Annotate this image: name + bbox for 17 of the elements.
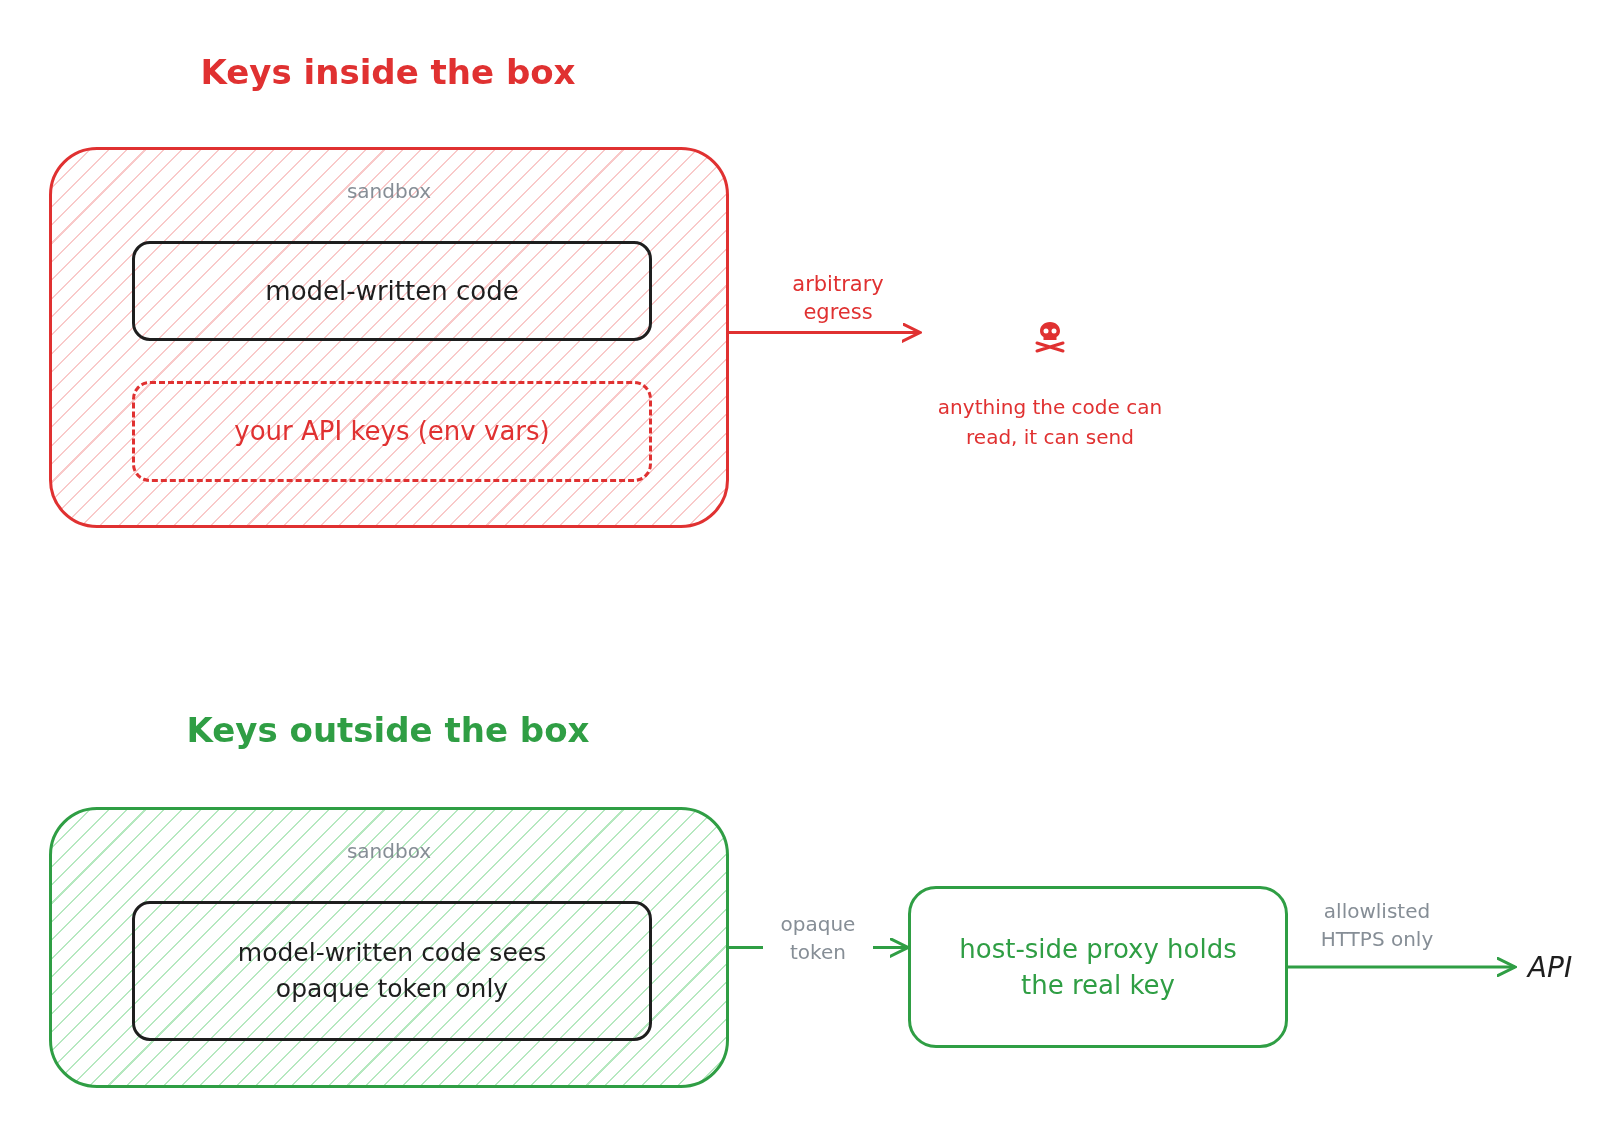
node-text: model-written code bbox=[265, 274, 519, 308]
secrets-box bbox=[132, 381, 652, 482]
section-heading: Keys outside the box bbox=[186, 708, 590, 752]
node-text: host-side proxy holds the real key bbox=[958, 933, 1238, 1002]
process-box bbox=[132, 901, 652, 1041]
node-text: anything the code can read, it can send bbox=[936, 394, 1164, 451]
node-text: model-written code sees opaque token only bbox=[236, 937, 548, 1005]
process-box bbox=[132, 241, 652, 341]
section-heading: Keys inside the box bbox=[200, 50, 576, 94]
arrow bbox=[1288, 956, 1517, 978]
node-text: your API keys (env vars) bbox=[234, 415, 550, 448]
arrow bbox=[729, 322, 922, 343]
proxy-box bbox=[908, 886, 1288, 1048]
node-text: API bbox=[1527, 950, 1573, 986]
sandbox-container bbox=[49, 807, 729, 1088]
sandbox-container bbox=[49, 147, 729, 528]
container-label: sandbox bbox=[346, 178, 432, 205]
